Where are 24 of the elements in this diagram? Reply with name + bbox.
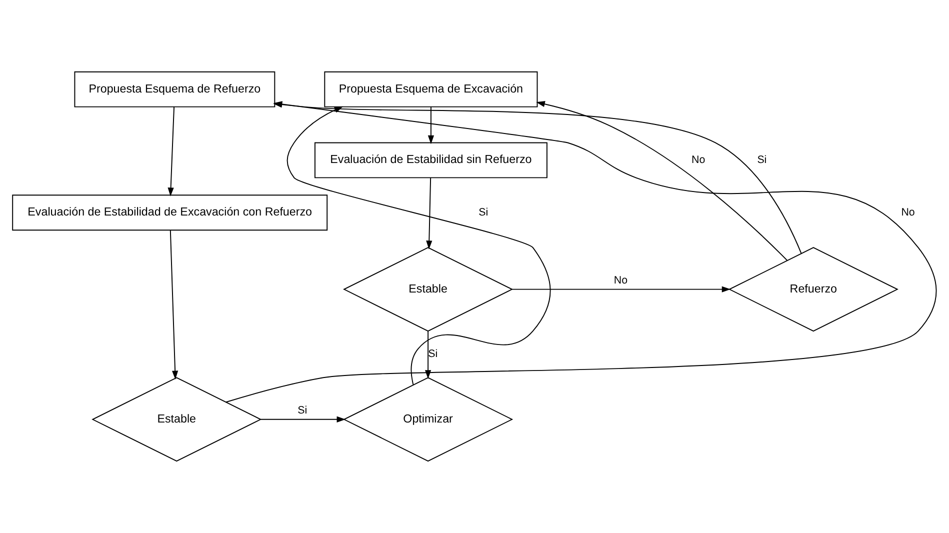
- node-box: Evaluación de Estabilidad de Excavación con Refuerzo: [12, 194, 328, 231]
- node-diamond: Optimizar: [343, 377, 514, 462]
- arrow: [426, 177, 432, 250]
- node-diamond: Estable: [343, 247, 514, 332]
- arrow: [286, 106, 551, 386]
- arrow: [536, 101, 788, 261]
- node-box: Propuesta Esquema de Refuerzo: [74, 71, 276, 108]
- edge-label: Si: [428, 348, 438, 360]
- edge-label: No: [614, 274, 628, 286]
- edge-label: Si: [757, 154, 767, 166]
- node-diamond: Estable: [92, 377, 262, 462]
- arrow: [170, 230, 178, 380]
- node-box: Evaluación de Estabilidad sin Refuerzo: [314, 142, 548, 178]
- edge-label: Si: [298, 404, 308, 416]
- edge-label: No: [901, 206, 915, 218]
- edge-label: No: [692, 154, 706, 166]
- arrow: [424, 330, 432, 379]
- arrow: [428, 106, 434, 144]
- edge-label: Si: [478, 206, 488, 218]
- arrow: [168, 106, 175, 196]
- node-box: Propuesta Esquema de Excavación: [324, 71, 538, 108]
- arrow: [260, 416, 346, 422]
- node-diamond: Refuerzo: [728, 247, 898, 332]
- arrow: [512, 286, 731, 292]
